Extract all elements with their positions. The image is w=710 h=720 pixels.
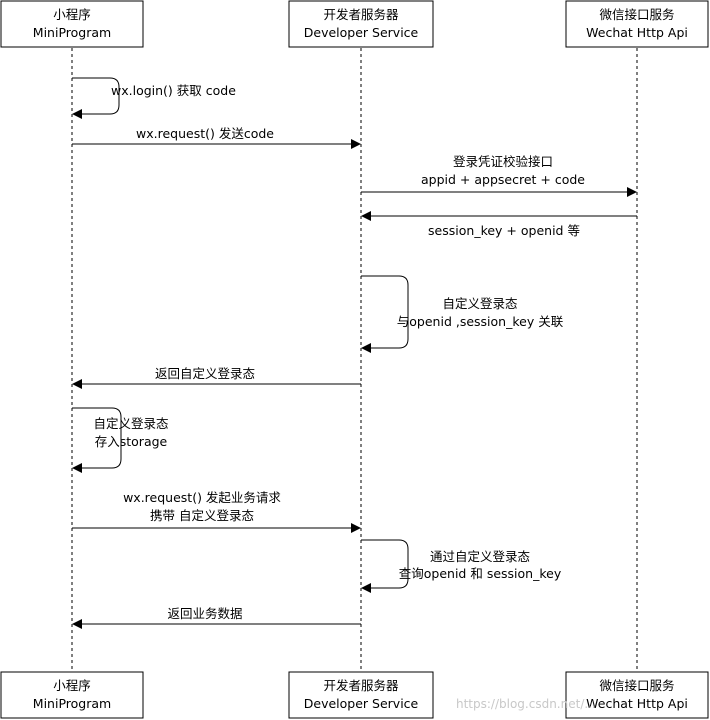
- message-query-session: 通过自定义登录态 查询openid 和 session_key: [361, 539, 562, 593]
- participant-name-en: Developer Service: [304, 696, 419, 711]
- participant-miniprogram-bottom: 小程序 MiniProgram: [0, 671, 144, 719]
- participant-name-en: Wechat Http Api: [586, 696, 688, 711]
- message-label: 返回自定义登录态: [155, 366, 255, 381]
- message-return-business-data: 返回业务数据: [72, 606, 361, 629]
- arrow-head: [361, 343, 371, 353]
- participant-wechat-http-api-bottom: 微信接口服务 Wechat Http Api: [565, 671, 709, 719]
- message-label: wx.login() 获取 code: [111, 83, 236, 98]
- participant-name-en: MiniProgram: [33, 696, 111, 711]
- message-send-code: wx.request() 发送code: [72, 126, 361, 149]
- participant-name-cn: 开发者服务器: [323, 7, 399, 22]
- arrow-head: [627, 187, 637, 197]
- message-business-request: wx.request() 发起业务请求 携带 自定义登录态: [72, 490, 361, 533]
- arrow-head: [351, 139, 361, 149]
- message-label-line-2: 携带 自定义登录态: [150, 508, 254, 523]
- participant-miniprogram-top: 小程序 MiniProgram: [0, 0, 144, 48]
- message-label: session_key + openid 等: [428, 223, 580, 238]
- arrow-head: [351, 523, 361, 533]
- message-code2session-request: 登录凭证校验接口 appid + appsecret + code: [361, 154, 637, 197]
- message-label-line-2: appid + appsecret + code: [421, 172, 585, 187]
- participant-wechat-http-api-top: 微信接口服务 Wechat Http Api: [565, 0, 709, 48]
- arrow-head: [72, 463, 82, 473]
- message-session-key-response: session_key + openid 等: [361, 211, 637, 238]
- message-label-line-1: 通过自定义登录态: [430, 549, 530, 564]
- participant-name-en: MiniProgram: [33, 25, 111, 40]
- message-label-line-2: 与openid ,session_key 关联: [397, 314, 564, 329]
- message-label-line-1: wx.request() 发起业务请求: [123, 490, 281, 505]
- message-label: 返回业务数据: [167, 606, 242, 621]
- participant-developer-service-bottom: 开发者服务器 Developer Service: [288, 671, 434, 719]
- message-wx-login: wx.login() 获取 code: [72, 77, 236, 119]
- participant-name-cn: 微信接口服务: [599, 678, 674, 693]
- message-return-login-state: 返回自定义登录态: [72, 366, 361, 389]
- message-label-line-1: 自定义登录态: [442, 296, 517, 311]
- arrow-head: [361, 583, 371, 593]
- participant-name-cn: 开发者服务器: [323, 678, 399, 693]
- message-label-line-2: 存入storage: [95, 434, 168, 449]
- message-store-login-state: 自定义登录态 存入storage: [72, 407, 169, 473]
- participant-name-cn: 小程序: [53, 7, 91, 22]
- participant-name-en: Developer Service: [304, 25, 419, 40]
- arrow-head: [72, 109, 82, 119]
- participant-name-cn: 小程序: [53, 678, 91, 693]
- arrow-head: [361, 211, 371, 221]
- watermark-text: https://blog.csdn.net/...: [456, 697, 596, 711]
- message-label-line-1: 自定义登录态: [93, 416, 168, 431]
- arrow-head: [72, 619, 82, 629]
- message-label-line-1: 登录凭证校验接口: [453, 154, 553, 169]
- message-label-line-2: 查询openid 和 session_key: [399, 566, 562, 581]
- message-label: wx.request() 发送code: [136, 126, 274, 141]
- participant-developer-service-top: 开发者服务器 Developer Service: [288, 0, 434, 48]
- arrow-head: [72, 379, 82, 389]
- participant-name-cn: 微信接口服务: [599, 7, 674, 22]
- participant-name-en: Wechat Http Api: [586, 25, 688, 40]
- message-bind-login-state: 自定义登录态 与openid ,session_key 关联: [361, 275, 564, 353]
